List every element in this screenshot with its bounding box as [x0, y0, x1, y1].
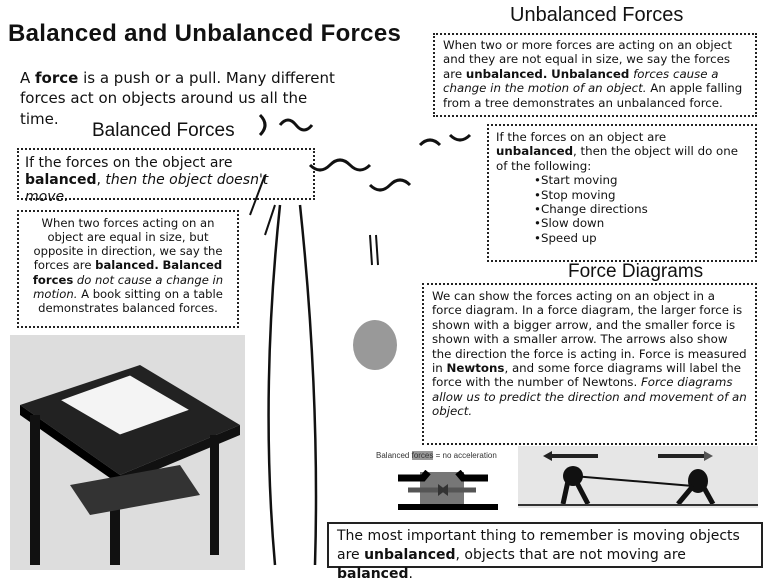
apple-icon	[353, 320, 397, 370]
force-diagrams-heading: Force Diagrams	[568, 261, 704, 282]
text-run: Newtons	[446, 360, 505, 375]
balanced-box-2: When two forces acting on an object are …	[17, 210, 239, 328]
text-run: Balanced forces	[32, 258, 223, 287]
text-run: unbalanced	[496, 144, 574, 159]
text-run: balanced.	[95, 258, 159, 273]
effects-list: •Start moving •Stop moving •Change direc…	[496, 173, 748, 245]
text-run: A book sitting on a table demonstrates b…	[38, 286, 223, 315]
text-run: A	[20, 69, 36, 87]
text-run: then the object doesn't move.	[25, 172, 269, 206]
list-item: •Speed up	[534, 230, 597, 245]
text-run: , and some force diagrams will label the…	[432, 360, 742, 390]
text-run: .	[408, 565, 413, 582]
intro-text: A force is a push or a pull. Many differ…	[20, 68, 350, 129]
text-run: When two forces acting on an object are …	[33, 216, 223, 273]
list-item: •Start moving	[534, 173, 618, 188]
text-run: Unbalanced	[551, 66, 630, 81]
list-item: •Change directions	[534, 201, 648, 216]
text-run: If the forces on the object are	[25, 155, 233, 171]
page-title: Balanced and Unbalanced Forces	[8, 20, 402, 47]
text-run: An apple falling from a tree demonstrate…	[443, 81, 743, 110]
text-run: , objects that are not moving are	[455, 546, 686, 563]
text-run: When two or more forces are acting on an…	[443, 38, 733, 81]
balanced-force-diagram	[398, 470, 498, 510]
text-run: forces cause a change in the motion of a…	[443, 66, 719, 96]
unbalanced-box: When two or more forces are acting on an…	[433, 33, 757, 117]
list-item: •Slow down	[534, 216, 605, 231]
unbalanced-heading: Unbalanced Forces	[510, 4, 684, 26]
caption-text: Balanced	[376, 451, 412, 460]
unbalanced-effects-intro: If the forces on an object are unbalance…	[496, 130, 748, 173]
key-takeaway-box: The most important thing to remember is …	[327, 522, 763, 582]
list-item: •Stop moving	[534, 187, 616, 202]
tug-of-war-image	[518, 446, 758, 508]
text-run: The most important thing to remember is …	[337, 528, 740, 563]
text-run: If the forces on an object are	[496, 130, 667, 144]
balanced-caption: Balanced forces = no acceleration	[376, 451, 497, 460]
caption-text: = no acceleration	[433, 451, 497, 460]
text-run: force	[35, 69, 79, 87]
text-run: , then the object will do one of the fol…	[496, 144, 738, 173]
text-run: do not cause a change in motion.	[33, 272, 224, 301]
balanced-box-1: If the forces on the object are balanced…	[17, 148, 315, 205]
text-run: We can show the forces acting on an obje…	[432, 289, 747, 375]
text-run: balanced	[337, 565, 409, 582]
text-run: unbalanced	[364, 546, 456, 563]
balanced-heading: Balanced Forces	[92, 120, 235, 141]
desk-with-book-image	[10, 335, 245, 570]
text-run: unbalanced.	[465, 66, 548, 81]
text-run: ,	[96, 172, 106, 189]
unbalanced-effects-box: If the forces on an object are unbalance…	[487, 124, 757, 262]
force-diagrams-box: We can show the forces acting on an obje…	[422, 283, 757, 445]
caption-highlight: forces	[411, 451, 434, 460]
text-run: is a push or a pull. Many different forc…	[20, 69, 335, 128]
text-run: balanced	[25, 172, 97, 189]
text-run: Force diagrams allow us to predict the d…	[432, 375, 747, 419]
apple-tree-image	[249, 113, 472, 566]
